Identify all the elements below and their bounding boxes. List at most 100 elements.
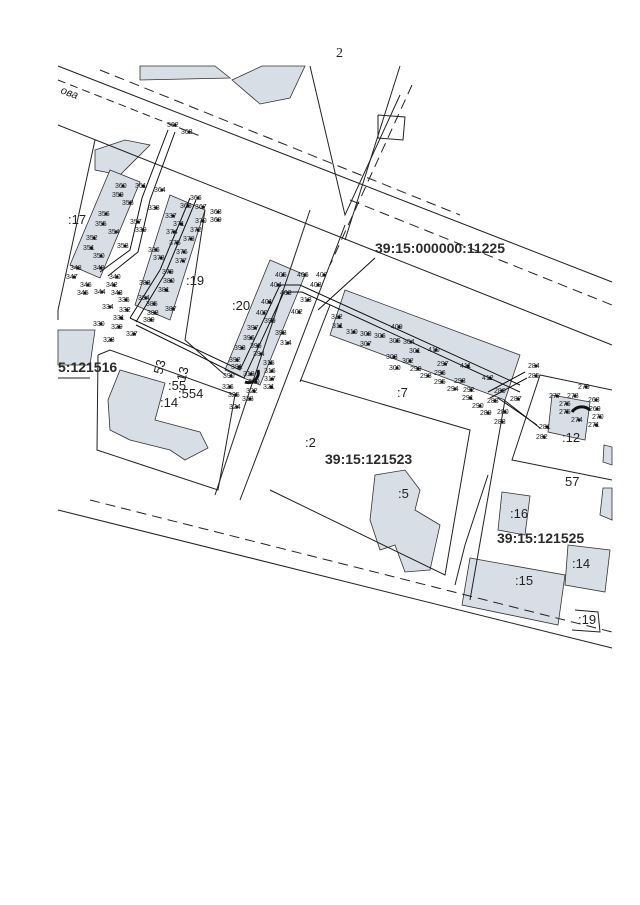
building-15 bbox=[461, 557, 566, 626]
parcel-label-554: :554 bbox=[178, 386, 203, 401]
route-branch-b bbox=[503, 399, 541, 429]
building-edge-right-2 bbox=[602, 444, 613, 466]
survey-point-marker bbox=[565, 402, 569, 406]
buildings bbox=[57, 65, 613, 626]
survey-point-marker bbox=[99, 254, 103, 258]
survey-point-marker bbox=[99, 322, 103, 326]
parcel-label-14: :14 bbox=[160, 395, 178, 410]
survey-point-marker bbox=[380, 334, 384, 338]
survey-point-label: 371 bbox=[173, 221, 185, 228]
survey-point-marker bbox=[440, 371, 444, 375]
survey-point-label: 352 bbox=[86, 235, 98, 242]
survey-point-label: 358 bbox=[122, 200, 134, 207]
survey-point-marker bbox=[171, 307, 175, 311]
survey-point-marker bbox=[173, 123, 177, 127]
survey-point-marker bbox=[86, 283, 90, 287]
survey-point-marker bbox=[121, 184, 125, 188]
survey-point-marker bbox=[141, 228, 145, 232]
survey-point-label: 285 bbox=[528, 373, 540, 380]
survey-point-label: 302 bbox=[402, 358, 414, 365]
survey-point-marker bbox=[434, 348, 438, 352]
building-19-strip bbox=[134, 194, 206, 321]
survey-point-label: 367 bbox=[195, 204, 207, 211]
survey-point-label: 394 bbox=[253, 351, 265, 358]
survey-point-label: 347 bbox=[66, 274, 78, 281]
survey-point-marker bbox=[286, 341, 290, 345]
leader-line bbox=[317, 257, 376, 311]
survey-point-label: 297 bbox=[437, 361, 449, 368]
survey-point-marker bbox=[598, 415, 602, 419]
survey-point-marker bbox=[259, 352, 263, 356]
survey-point-label: 392 bbox=[229, 357, 241, 364]
survey-point-label: 317 bbox=[264, 376, 276, 383]
survey-point-marker bbox=[248, 397, 252, 401]
survey-point-label: 389 bbox=[143, 317, 155, 324]
survey-point-label: 359 bbox=[112, 192, 124, 199]
survey-point-marker bbox=[486, 411, 490, 415]
boundaries bbox=[57, 65, 613, 649]
survey-point-marker bbox=[249, 372, 253, 376]
upper-right-block bbox=[309, 65, 401, 217]
building-5 bbox=[369, 469, 441, 573]
survey-point-marker bbox=[118, 193, 122, 197]
survey-point-marker bbox=[269, 361, 273, 365]
right-road-2 bbox=[344, 65, 401, 241]
survey-point-marker bbox=[201, 219, 205, 223]
survey-point-label: 319 bbox=[243, 371, 255, 378]
survey-point-label: 329 bbox=[111, 324, 123, 331]
vertical-road-right bbox=[239, 224, 346, 501]
building-top-left bbox=[139, 65, 232, 81]
survey-point-label: 300 bbox=[389, 365, 401, 372]
survey-point-marker bbox=[108, 305, 112, 309]
survey-point-marker bbox=[468, 396, 472, 400]
survey-point-marker bbox=[594, 398, 598, 402]
survey-point-marker bbox=[453, 387, 457, 391]
survey-point-label: 315 bbox=[263, 360, 275, 367]
survey-point-label: 316 bbox=[264, 368, 276, 375]
survey-point-label: 384 bbox=[138, 295, 150, 302]
survey-point-label: 294 bbox=[447, 386, 459, 393]
survey-point-label: 360 bbox=[115, 183, 127, 190]
survey-point-label: 357 bbox=[130, 219, 142, 226]
block-7-left bbox=[299, 304, 331, 383]
survey-point-label: 286 bbox=[494, 388, 506, 395]
survey-point-label: 324 bbox=[229, 404, 241, 411]
survey-point-marker bbox=[159, 256, 163, 260]
survey-point-marker bbox=[182, 250, 186, 254]
survey-point-label: 355 bbox=[95, 221, 107, 228]
survey-point-label: 292 bbox=[463, 387, 475, 394]
route-arc-left bbox=[244, 369, 260, 385]
survey-point-label: 388 bbox=[147, 310, 159, 317]
parcel-label-2: :2 bbox=[305, 435, 316, 450]
survey-point-marker bbox=[141, 184, 145, 188]
survey-point-marker bbox=[392, 355, 396, 359]
left-block bbox=[57, 139, 96, 320]
survey-point-label: 346 bbox=[80, 282, 92, 289]
survey-point-label: 398 bbox=[275, 330, 287, 337]
survey-point-label: 405 bbox=[275, 272, 287, 279]
survey-point-label: 338 bbox=[148, 205, 160, 212]
survey-point-marker bbox=[466, 364, 470, 368]
survey-point-label: 295 bbox=[434, 379, 446, 386]
survey-point-label: 339 bbox=[135, 227, 147, 234]
survey-point-label: 361 bbox=[135, 183, 147, 190]
survey-point-marker bbox=[594, 423, 598, 427]
survey-point-label: 410 bbox=[428, 347, 440, 354]
survey-point-marker bbox=[125, 308, 129, 312]
survey-point-label: 269 bbox=[589, 406, 601, 413]
survey-point-label: 374 bbox=[166, 229, 178, 236]
survey-point-marker bbox=[153, 311, 157, 315]
parcel-label-53: 53 bbox=[150, 358, 168, 376]
building-7-strip bbox=[329, 289, 521, 401]
survey-point-marker bbox=[516, 397, 520, 401]
survey-point-label: 406 bbox=[297, 272, 309, 279]
survey-point-label: 335 bbox=[118, 297, 130, 304]
survey-point-marker bbox=[460, 379, 464, 383]
survey-point-label: 307 bbox=[360, 341, 372, 348]
survey-point-marker bbox=[565, 410, 569, 414]
survey-point-marker bbox=[409, 340, 413, 344]
survey-point-label: 334 bbox=[102, 304, 114, 311]
parcel-label-57: 57 bbox=[565, 474, 579, 489]
survey-point-marker bbox=[577, 418, 581, 422]
